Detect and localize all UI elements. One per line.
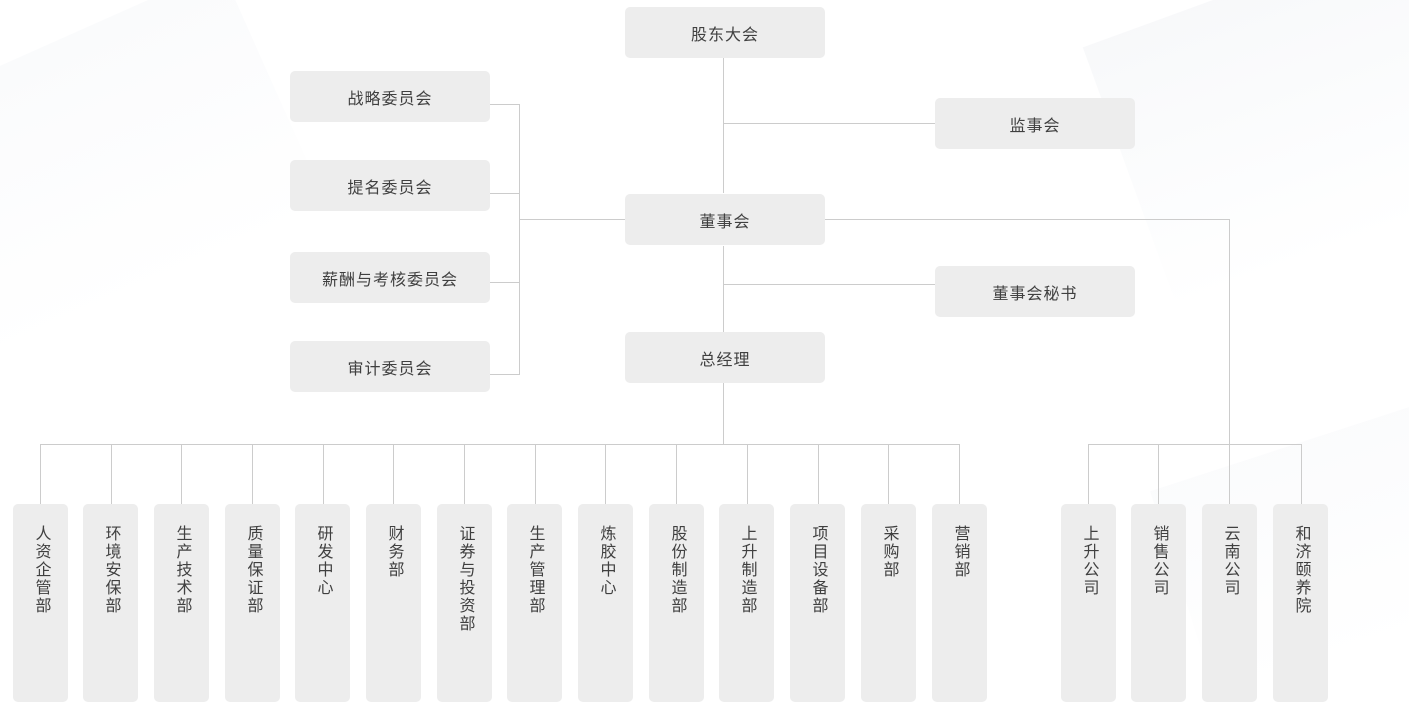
connector-line: [535, 444, 536, 504]
node-label: 质量保证部: [244, 525, 262, 615]
node-department: 生产技术部: [154, 504, 209, 702]
node-label: 生产技术部: [173, 525, 191, 615]
node-department: 项目设备部: [790, 504, 845, 702]
node-supervisory-board: 监事会: [935, 98, 1135, 149]
connector-line: [519, 104, 520, 375]
connector-line: [723, 58, 724, 193]
node-label: 董事会秘书: [992, 285, 1078, 303]
connector-line: [490, 193, 519, 194]
node-department: 人资企管部: [13, 504, 68, 702]
connector-line: [323, 444, 324, 504]
node-label: 环境安保部: [102, 525, 120, 615]
connector-line: [40, 444, 960, 445]
node-label: 上升制造部: [738, 525, 756, 615]
node-department: 采购部: [861, 504, 916, 702]
node-company: 云南公司: [1202, 504, 1257, 702]
node-company: 上升公司: [1061, 504, 1116, 702]
node-department: 营销部: [932, 504, 987, 702]
node-label: 股东大会: [690, 26, 759, 44]
node-board-of-directors: 董事会: [625, 194, 825, 245]
node-department: 股份制造部: [649, 504, 704, 702]
connector-line: [723, 284, 935, 285]
node-label: 战略委员会: [347, 90, 433, 108]
node-label: 总经理: [699, 351, 751, 369]
connector-line: [888, 444, 889, 504]
node-label: 采购部: [880, 525, 898, 579]
connector-line: [818, 444, 819, 504]
connector-line: [111, 444, 112, 504]
node-department: 上升制造部: [719, 504, 774, 702]
node-label: 营销部: [951, 525, 969, 579]
connector-line: [252, 444, 253, 504]
connector-line: [959, 444, 960, 504]
node-company: 销售公司: [1131, 504, 1186, 702]
node-department: 质量保证部: [225, 504, 280, 702]
connector-line: [519, 219, 625, 220]
connector-line: [605, 444, 606, 504]
node-label: 监事会: [1009, 117, 1061, 135]
node-shareholders-meeting: 股东大会: [625, 7, 825, 58]
connector-line: [1088, 444, 1089, 504]
node-label: 项目设备部: [809, 525, 827, 615]
node-label: 人资企管部: [32, 525, 50, 615]
node-label: 提名委员会: [347, 179, 433, 197]
node-board-secretary: 董事会秘书: [935, 266, 1135, 317]
connector-line: [723, 123, 935, 124]
node-label: 证券与投资部: [456, 525, 474, 633]
node-department: 证券与投资部: [437, 504, 492, 702]
connector-line: [1229, 444, 1230, 504]
node-department: 环境安保部: [83, 504, 138, 702]
node-committee-nomination: 提名委员会: [290, 160, 490, 211]
node-department: 炼胶中心: [578, 504, 633, 702]
connector-line: [676, 444, 677, 504]
node-label: 上升公司: [1080, 525, 1098, 597]
connector-line: [1158, 444, 1159, 504]
connector-line: [825, 219, 1229, 220]
node-label: 薪酬与考核委员会: [321, 271, 458, 289]
connector-line: [747, 444, 748, 504]
node-company: 和济颐养院: [1273, 504, 1328, 702]
connector-line: [490, 282, 519, 283]
connector-line: [393, 444, 394, 504]
node-department: 财务部: [366, 504, 421, 702]
connector-line: [723, 246, 724, 332]
background-streak: [1082, 0, 1409, 311]
node-label: 董事会: [699, 213, 751, 231]
node-label: 研发中心: [314, 525, 332, 597]
connector-line: [181, 444, 182, 504]
connector-line: [723, 383, 724, 444]
node-label: 生产管理部: [526, 525, 544, 615]
node-department: 生产管理部: [507, 504, 562, 702]
node-label: 销售公司: [1150, 525, 1168, 597]
node-committee-strategy: 战略委员会: [290, 71, 490, 122]
node-label: 股份制造部: [668, 525, 686, 615]
node-committee-audit: 审计委员会: [290, 341, 490, 392]
node-general-manager: 总经理: [625, 332, 825, 383]
connector-line: [490, 374, 519, 375]
node-label: 审计委员会: [347, 360, 433, 378]
node-label: 财务部: [385, 525, 403, 579]
node-label: 云南公司: [1221, 525, 1239, 597]
node-committee-compensation: 薪酬与考核委员会: [290, 252, 490, 303]
connector-line: [1229, 219, 1230, 444]
node-label: 和济颐养院: [1292, 525, 1310, 615]
connector-line: [464, 444, 465, 504]
node-label: 炼胶中心: [597, 525, 615, 597]
connector-line: [490, 104, 519, 105]
connector-line: [1301, 444, 1302, 504]
connector-line: [40, 444, 41, 504]
connector-line: [1088, 444, 1301, 445]
node-department: 研发中心: [295, 504, 350, 702]
